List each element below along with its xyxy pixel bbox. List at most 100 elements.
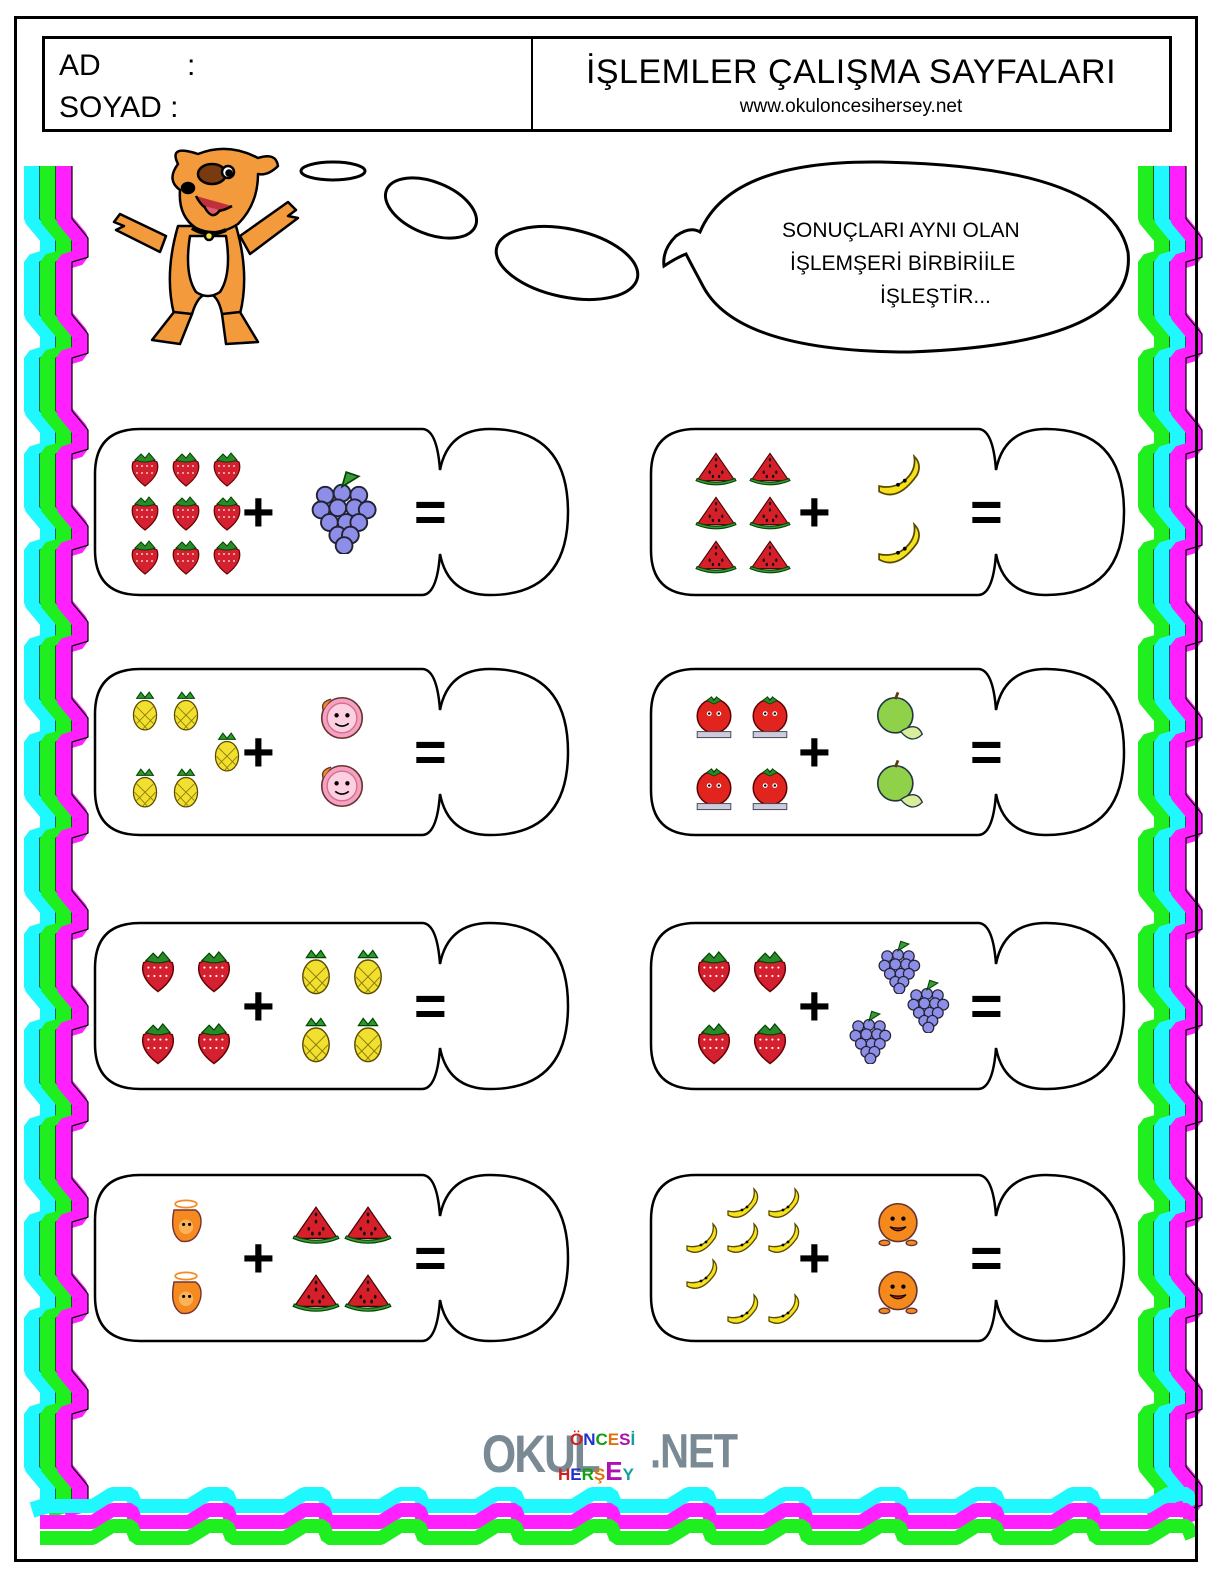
worksheet-header: AD : SOYAD : İŞLEMLER ÇALIŞMA SAYFALARI …: [42, 36, 1172, 132]
watermelon-icon: [695, 496, 738, 530]
pineapple-icon: [353, 949, 382, 995]
strawberry-icon: [131, 540, 159, 576]
watermelon-icon: [749, 451, 791, 485]
grapefruit-icon: [320, 764, 364, 807]
equals-sign: =: [414, 720, 447, 783]
banana-icon: [768, 1222, 800, 1254]
banana-icon: [686, 1257, 718, 1289]
pineapple-icon: [132, 690, 158, 731]
grape-icon: [907, 979, 950, 1033]
banana-icon: [768, 1293, 800, 1325]
strawberry-icon: [754, 1022, 787, 1065]
watermelon-icon: [695, 540, 738, 574]
site-url: www.okuloncesihersey.net: [739, 96, 963, 117]
instruction-line-1: SONUÇLARI AYNI OLAN: [782, 219, 1020, 242]
banana-icon: [727, 1293, 759, 1325]
instruction-text: SONUÇLARI AYNI OLAN İŞLEMŞERİ BİRBİRİİLE…: [752, 214, 1092, 313]
title-block: İŞLEMLER ÇALIŞMA SAYFALARI www.okulonces…: [533, 39, 1169, 129]
watermelon-icon: [749, 496, 791, 530]
equals-sign: =: [970, 974, 1003, 1037]
tomato-icon: [752, 696, 788, 739]
name-colon: :: [187, 49, 196, 82]
card-outline: [93, 1173, 570, 1343]
apple-icon: [876, 759, 924, 808]
watermelon-icon: [343, 1206, 392, 1245]
banana-icon: [768, 1186, 800, 1218]
pineapple-icon: [302, 949, 331, 995]
tomato-icon: [696, 696, 732, 739]
grape-icon: [878, 940, 921, 994]
strawberry-icon: [213, 540, 241, 576]
exercise-card-5: +=: [92, 920, 572, 1092]
exercise-card-3: +=: [92, 666, 572, 838]
dog-mascot-icon: [112, 147, 300, 346]
strawberry-icon: [697, 951, 730, 993]
grape-icon: [849, 1010, 892, 1064]
grape-icon: [311, 471, 377, 554]
orange-juice-icon: [171, 1271, 202, 1314]
strawberry-icon: [754, 951, 787, 993]
name-label: AD: [59, 49, 101, 82]
strawberry-icon: [198, 1022, 231, 1065]
strawberry-icon: [198, 951, 231, 993]
equals-sign: =: [970, 720, 1003, 783]
equals-sign: =: [414, 1226, 447, 1289]
pineapple-icon: [173, 690, 199, 731]
instruction-line-3: İŞLEŞTİR...: [880, 285, 991, 308]
orange-juice-icon: [171, 1199, 202, 1243]
strawberry-icon: [131, 496, 159, 531]
strawberry-icon: [172, 540, 200, 576]
equals-sign: =: [970, 1226, 1003, 1289]
pineapple-icon: [132, 767, 158, 808]
site-logo: OKUL ÖNCESİ HERŞEY .NET: [482, 1422, 738, 1486]
plus-sign: +: [242, 974, 275, 1037]
strawberry-icon: [172, 451, 200, 487]
strawberry-icon: [697, 1022, 730, 1065]
instruction-line-2: İŞLEMŞERİ BİRBİRİİLE: [790, 252, 1016, 275]
exercise-card-1: +=: [92, 426, 572, 598]
card-outline: [93, 667, 570, 837]
watermelon-icon: [292, 1206, 341, 1245]
speech-bubble: [299, 160, 1130, 354]
grapefruit-icon: [320, 697, 364, 740]
strawberry-icon: [131, 451, 159, 487]
pineapple-icon: [214, 732, 240, 772]
banana-icon: [727, 1186, 759, 1218]
student-info: AD : SOYAD :: [45, 39, 533, 129]
exercise-card-6: +=: [648, 920, 1128, 1092]
name-field: AD :: [59, 49, 195, 83]
strawberry-icon: [141, 951, 174, 993]
logo-okul: OKUL: [482, 1425, 601, 1484]
page-frame: [14, 16, 1198, 1562]
pineapple-icon: [302, 1016, 331, 1062]
watermelon-icon: [292, 1273, 341, 1312]
card-outline: [649, 1173, 1126, 1343]
pineapple-icon: [173, 767, 199, 808]
banana-icon: [686, 1222, 718, 1254]
plus-sign: +: [242, 720, 275, 783]
watermelon-icon: [749, 540, 791, 574]
exercise-card-7: +=: [92, 1172, 572, 1344]
plus-sign: +: [798, 1226, 831, 1289]
orange-icon: [878, 1203, 918, 1247]
banana-icon: [727, 1222, 759, 1254]
logo-hersey: HERŞEY: [558, 1456, 634, 1486]
banana-icon: [878, 454, 920, 496]
plus-sign: +: [798, 480, 831, 543]
equals-sign: =: [414, 974, 447, 1037]
watermelon-icon: [343, 1273, 392, 1312]
exercise-card-4: +=: [648, 666, 1128, 838]
plus-sign: +: [798, 720, 831, 783]
banana-icon: [878, 521, 920, 564]
apple-icon: [876, 692, 924, 740]
page-title: İŞLEMLER ÇALIŞMA SAYFALARI: [585, 53, 1117, 91]
strawberry-icon: [213, 496, 241, 531]
surname-label: SOYAD :: [59, 91, 179, 124]
strawberry-icon: [141, 1022, 174, 1065]
equals-sign: =: [970, 480, 1003, 543]
logo-oncesi: ÖNCESİ: [570, 1430, 636, 1449]
plus-sign: +: [798, 974, 831, 1037]
exercise-card-2: +=: [648, 426, 1128, 598]
exercise-card-8: +=: [648, 1172, 1128, 1344]
